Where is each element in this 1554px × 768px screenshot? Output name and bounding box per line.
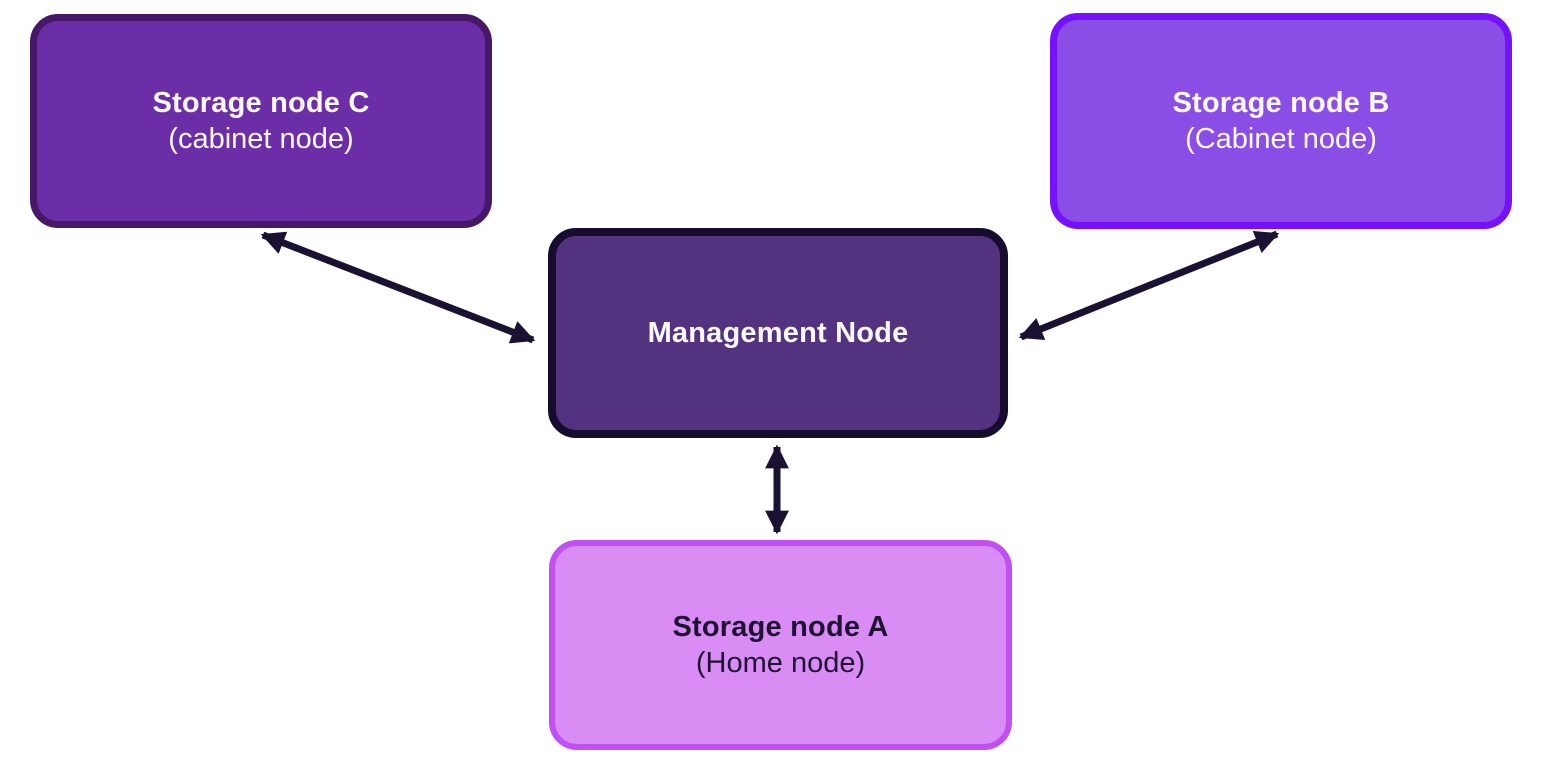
node-storage-c: Storage node C (cabinet node) [30,14,492,228]
node-storage-c-subtitle: (cabinet node) [168,123,354,155]
node-storage-a: Storage node A (Home node) [549,540,1012,750]
arrow-management-storage-c [260,231,536,344]
node-storage-a-title: Storage node A [672,611,889,643]
arrow-management-storage-b [1018,230,1280,341]
node-management: Management Node [548,228,1008,438]
node-management-title: Management Node [647,317,909,349]
node-storage-b: Storage node B (Cabinet node) [1050,13,1512,229]
node-storage-b-subtitle: (Cabinet node) [1185,123,1377,155]
node-storage-a-subtitle: (Home node) [695,647,866,679]
node-storage-c-title: Storage node C [152,87,370,119]
node-storage-b-title: Storage node B [1172,87,1390,119]
